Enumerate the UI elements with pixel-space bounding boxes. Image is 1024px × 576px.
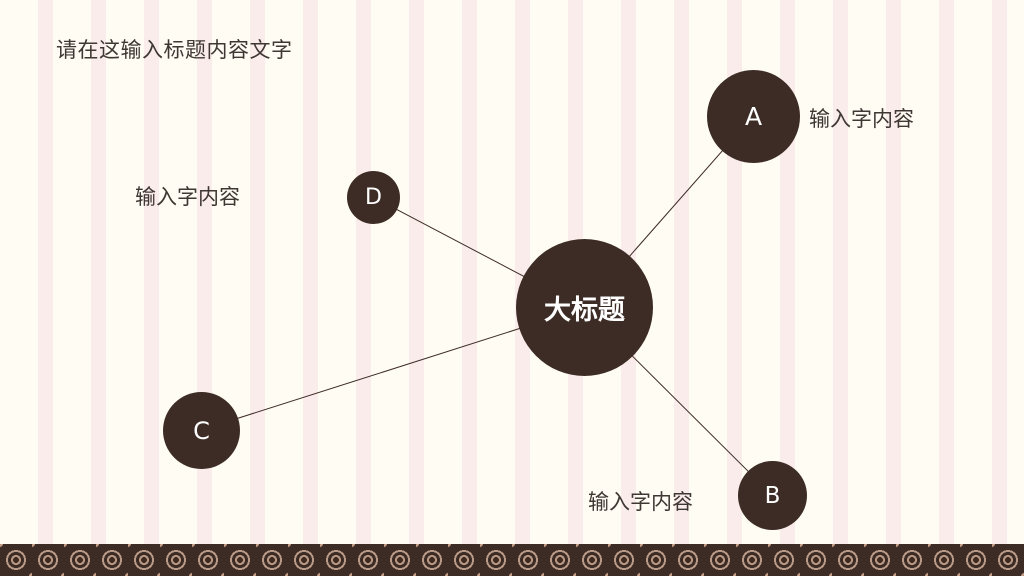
node-a-label: A <box>744 102 763 131</box>
node-a-text: 输入字内容 <box>809 107 914 131</box>
node-c: C <box>163 392 240 469</box>
node-c-label: C <box>193 416 210 445</box>
center-node-label: 大标题 <box>544 295 625 326</box>
page-title: 请在这输入标题内容文字 <box>56 38 293 62</box>
node-b-label: B <box>764 482 781 509</box>
node-d-label: D <box>365 185 382 210</box>
node-a: A <box>707 70 800 163</box>
center-node: 大标题 <box>516 239 653 376</box>
decorative-pattern-footer <box>0 544 1024 576</box>
node-d-text: 输入字内容 <box>135 185 240 209</box>
node-b-text: 输入字内容 <box>588 490 693 514</box>
node-d: D <box>347 171 400 224</box>
node-b: B <box>738 461 807 530</box>
